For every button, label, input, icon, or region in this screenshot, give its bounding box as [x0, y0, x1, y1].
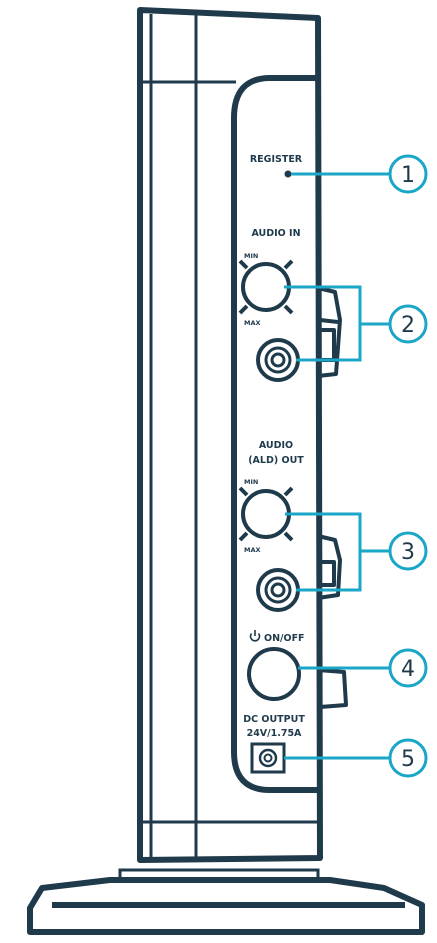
callout-1-number: 1 [401, 163, 415, 188]
dc-output-port[interactable] [250, 742, 286, 774]
side-connectors [317, 286, 348, 709]
audio-in-jack[interactable] [256, 338, 300, 382]
callout-4-number: 4 [401, 657, 415, 682]
audio-in-label: AUDIO IN [251, 228, 300, 239]
audio-out-volume-knob[interactable] [238, 486, 294, 542]
callout-2: 2 [388, 304, 428, 344]
callout-1: 1 [388, 154, 428, 194]
callout-2-number: 2 [401, 313, 415, 338]
register-label: REGISTER [250, 154, 303, 165]
callout-4: 4 [388, 648, 428, 688]
dc-output-label-line2: 24V/1.75A [247, 728, 302, 739]
audio-out-label-line2: (ALD) OUT [248, 455, 304, 466]
audio-in-min-label: MIN [244, 252, 258, 260]
callout-3: 3 [388, 531, 428, 571]
dc-output-label-line1: DC OUTPUT [243, 714, 305, 725]
power-icon [249, 630, 261, 642]
audio-out-jack[interactable] [256, 568, 300, 612]
device-body [137, 7, 323, 863]
base-stand [27, 877, 425, 935]
audio-out-max-label: MAX [244, 546, 261, 554]
base-stand-inner [118, 868, 320, 880]
audio-in-max-label: MAX [244, 319, 261, 327]
audio-out-label-line1: AUDIO [259, 440, 293, 451]
register-button[interactable] [284, 170, 292, 178]
callout-leaders [284, 172, 390, 760]
callout-3-number: 3 [401, 540, 415, 565]
power-button[interactable] [247, 647, 301, 701]
audio-out-min-label: MIN [244, 478, 258, 486]
power-label: ON/OFF [264, 633, 305, 644]
callout-5: 5 [388, 738, 428, 778]
callout-5-number: 5 [401, 747, 415, 772]
